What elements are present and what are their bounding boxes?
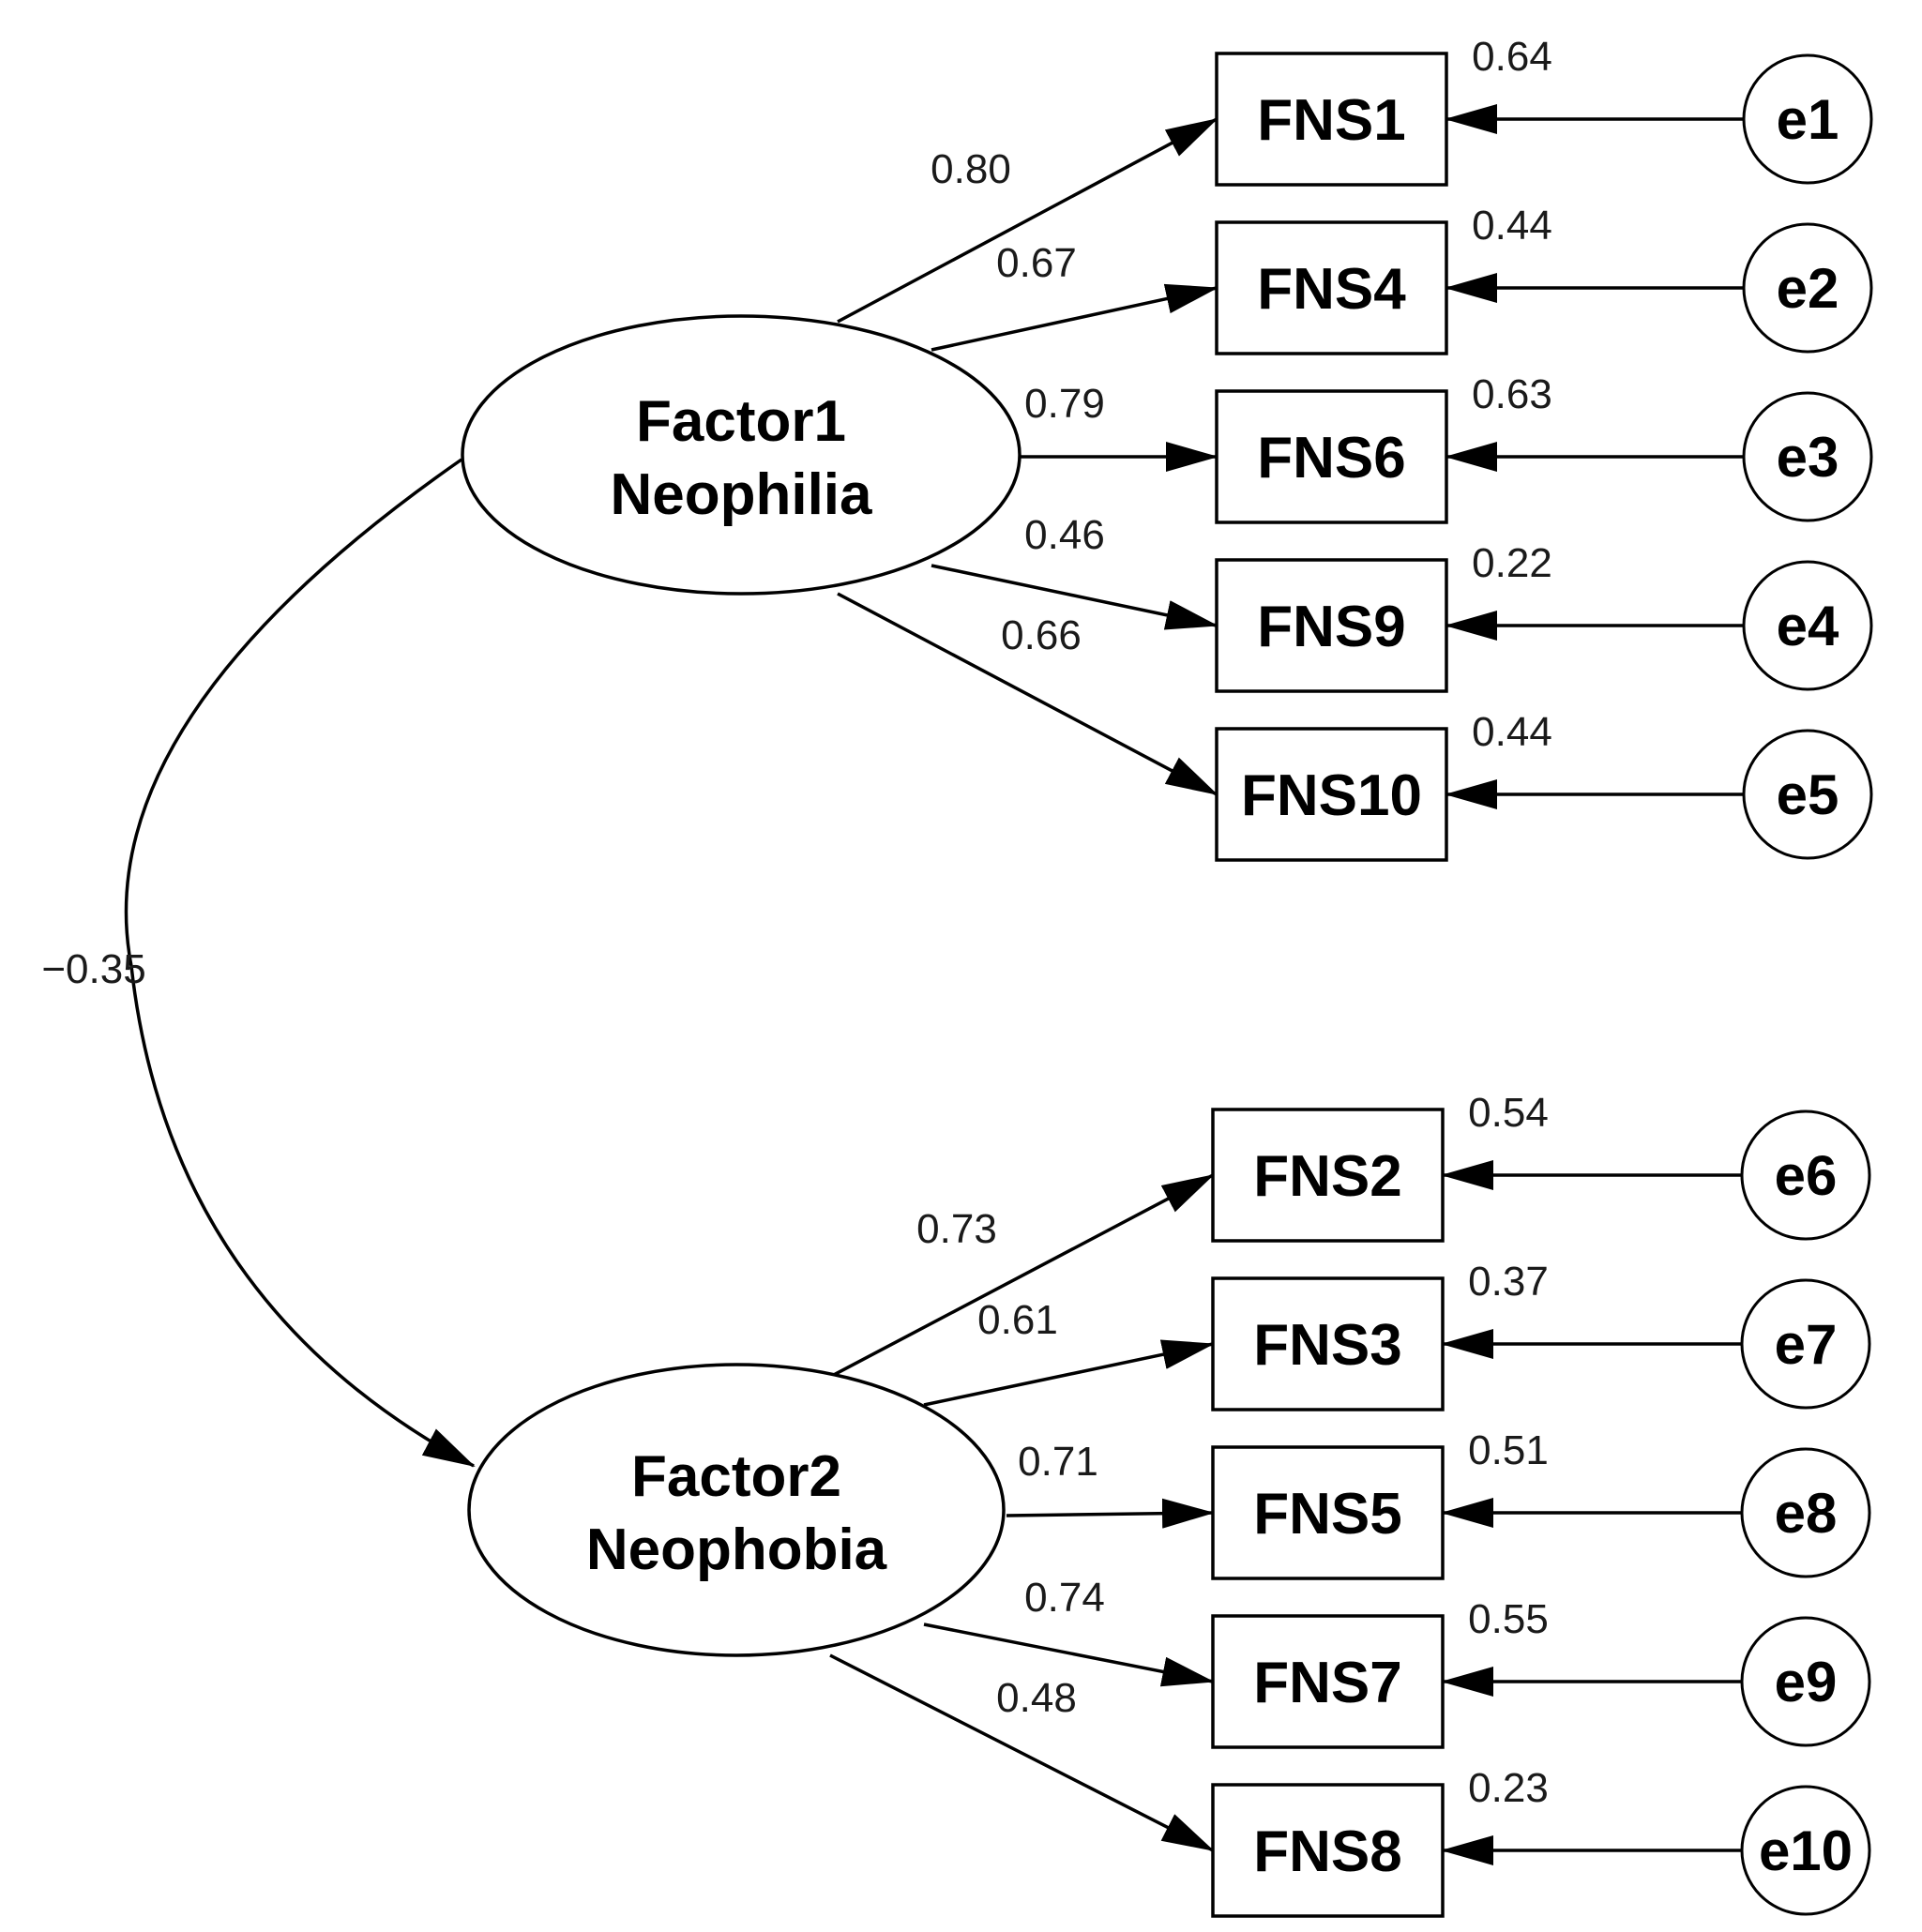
indicator-box-fns3 bbox=[1211, 1276, 1445, 1411]
loading-path-fns3 bbox=[923, 1339, 1215, 1407]
r2-label-fns5: 0.51 bbox=[1468, 1427, 1549, 1473]
loading-path-fns10 bbox=[837, 592, 1218, 796]
r2-label-fns2: 0.54 bbox=[1468, 1090, 1549, 1136]
error-circle-e7 bbox=[1740, 1278, 1871, 1410]
indicator-box-fns2 bbox=[1211, 1108, 1445, 1243]
loading-path-fns8 bbox=[829, 1653, 1215, 1852]
error-label-e6: e6 bbox=[1775, 1144, 1838, 1207]
error-circle-e1 bbox=[1742, 53, 1873, 185]
error-label-e10: e10 bbox=[1759, 1819, 1853, 1882]
loading-label-fns1: 0.80 bbox=[931, 146, 1011, 192]
loading-label-fns6: 0.79 bbox=[1024, 381, 1105, 427]
factor-neophobia-ellipse bbox=[467, 1363, 1006, 1657]
r2-label-fns10: 0.44 bbox=[1472, 709, 1552, 755]
indicator-box-fns8 bbox=[1211, 1783, 1445, 1918]
loading-label-fns10: 0.66 bbox=[1001, 612, 1082, 658]
r2-label-fns4: 0.44 bbox=[1472, 203, 1552, 249]
indicator-label-fns2: FNS2 bbox=[1253, 1144, 1401, 1209]
loading-label-fns5: 0.71 bbox=[1018, 1439, 1098, 1485]
loading-label-fns2: 0.73 bbox=[916, 1206, 997, 1252]
indicator-label-fns10: FNS10 bbox=[1241, 763, 1422, 828]
loading-path-fns9 bbox=[931, 564, 1218, 630]
error-circle-e3 bbox=[1742, 391, 1873, 522]
loading-label-fns7: 0.74 bbox=[1024, 1575, 1105, 1621]
indicator-box-fns7 bbox=[1211, 1614, 1445, 1749]
loading-path-fns2 bbox=[829, 1173, 1215, 1379]
loading-label-fns9: 0.46 bbox=[1024, 512, 1105, 558]
indicator-label-fns3: FNS3 bbox=[1253, 1313, 1401, 1378]
loading-path-fns4 bbox=[931, 283, 1218, 352]
covariance-label: −0.35 bbox=[41, 946, 145, 992]
error-label-e8: e8 bbox=[1775, 1482, 1838, 1545]
indicator-box-fns10 bbox=[1215, 727, 1448, 862]
error-label-e4: e4 bbox=[1777, 595, 1839, 657]
loading-path-fns5 bbox=[1006, 1498, 1215, 1529]
indicator-label-fns4: FNS4 bbox=[1257, 257, 1406, 322]
error-circle-e4 bbox=[1742, 560, 1873, 691]
r2-label-fns1: 0.64 bbox=[1472, 34, 1552, 80]
factor-neophobia-line1: Factor2 bbox=[631, 1444, 841, 1509]
error-label-e3: e3 bbox=[1777, 426, 1839, 489]
indicator-label-fns8: FNS8 bbox=[1253, 1819, 1401, 1884]
factor-neophobia-line2: Neophobia bbox=[586, 1517, 887, 1582]
indicator-box-fns1 bbox=[1215, 52, 1448, 187]
error-circle-e6 bbox=[1740, 1109, 1871, 1241]
loading-path-fns1 bbox=[837, 117, 1218, 324]
factor-neophilia-line1: Factor1 bbox=[636, 389, 846, 454]
error-circle-e10 bbox=[1740, 1785, 1871, 1916]
factor-neophilia-line2: Neophilia bbox=[610, 462, 872, 527]
indicator-box-fns6 bbox=[1215, 389, 1448, 524]
factor-neophilia: Factor1 Neophilia bbox=[461, 314, 1022, 596]
error-circle-e8 bbox=[1740, 1447, 1871, 1578]
indicator-label-fns7: FNS7 bbox=[1253, 1651, 1401, 1715]
error-label-e9: e9 bbox=[1775, 1651, 1838, 1713]
loading-label-fns3: 0.61 bbox=[977, 1297, 1058, 1343]
r2-label-fns8: 0.23 bbox=[1468, 1765, 1549, 1811]
indicator-box-fns5 bbox=[1211, 1445, 1445, 1580]
r2-label-fns7: 0.55 bbox=[1468, 1596, 1549, 1642]
r2-label-fns6: 0.63 bbox=[1472, 371, 1552, 417]
error-circle-e2 bbox=[1742, 222, 1873, 354]
loading-label-fns4: 0.67 bbox=[996, 240, 1077, 286]
error-label-e1: e1 bbox=[1777, 88, 1839, 151]
error-circle-e9 bbox=[1740, 1616, 1871, 1747]
indicator-label-fns5: FNS5 bbox=[1253, 1482, 1401, 1547]
indicator-box-fns9 bbox=[1215, 558, 1448, 693]
error-label-e2: e2 bbox=[1777, 257, 1839, 320]
factor-neophilia-ellipse bbox=[461, 314, 1022, 596]
indicator-label-fns1: FNS1 bbox=[1257, 88, 1405, 153]
indicator-label-fns9: FNS9 bbox=[1257, 595, 1405, 659]
error-label-e7: e7 bbox=[1775, 1313, 1838, 1376]
indicator-box-fns4 bbox=[1215, 220, 1448, 355]
r2-label-fns9: 0.22 bbox=[1472, 540, 1552, 586]
covariance-arc bbox=[124, 417, 512, 1468]
indicator-label-fns6: FNS6 bbox=[1257, 426, 1405, 491]
paths-layer: 0.80 0.67 0.79 0.46 0.66 0.73 0.61 0.71 0.74 0.48 bbox=[829, 104, 1744, 1865]
r2-label-fns3: 0.37 bbox=[1468, 1259, 1549, 1305]
error-label-e5: e5 bbox=[1777, 763, 1839, 826]
loading-path-fns7 bbox=[923, 1623, 1215, 1687]
loading-label-fns8: 0.48 bbox=[996, 1675, 1077, 1721]
factor-neophobia: Factor2 Neophobia bbox=[467, 1363, 1006, 1657]
error-circle-e5 bbox=[1742, 729, 1873, 860]
